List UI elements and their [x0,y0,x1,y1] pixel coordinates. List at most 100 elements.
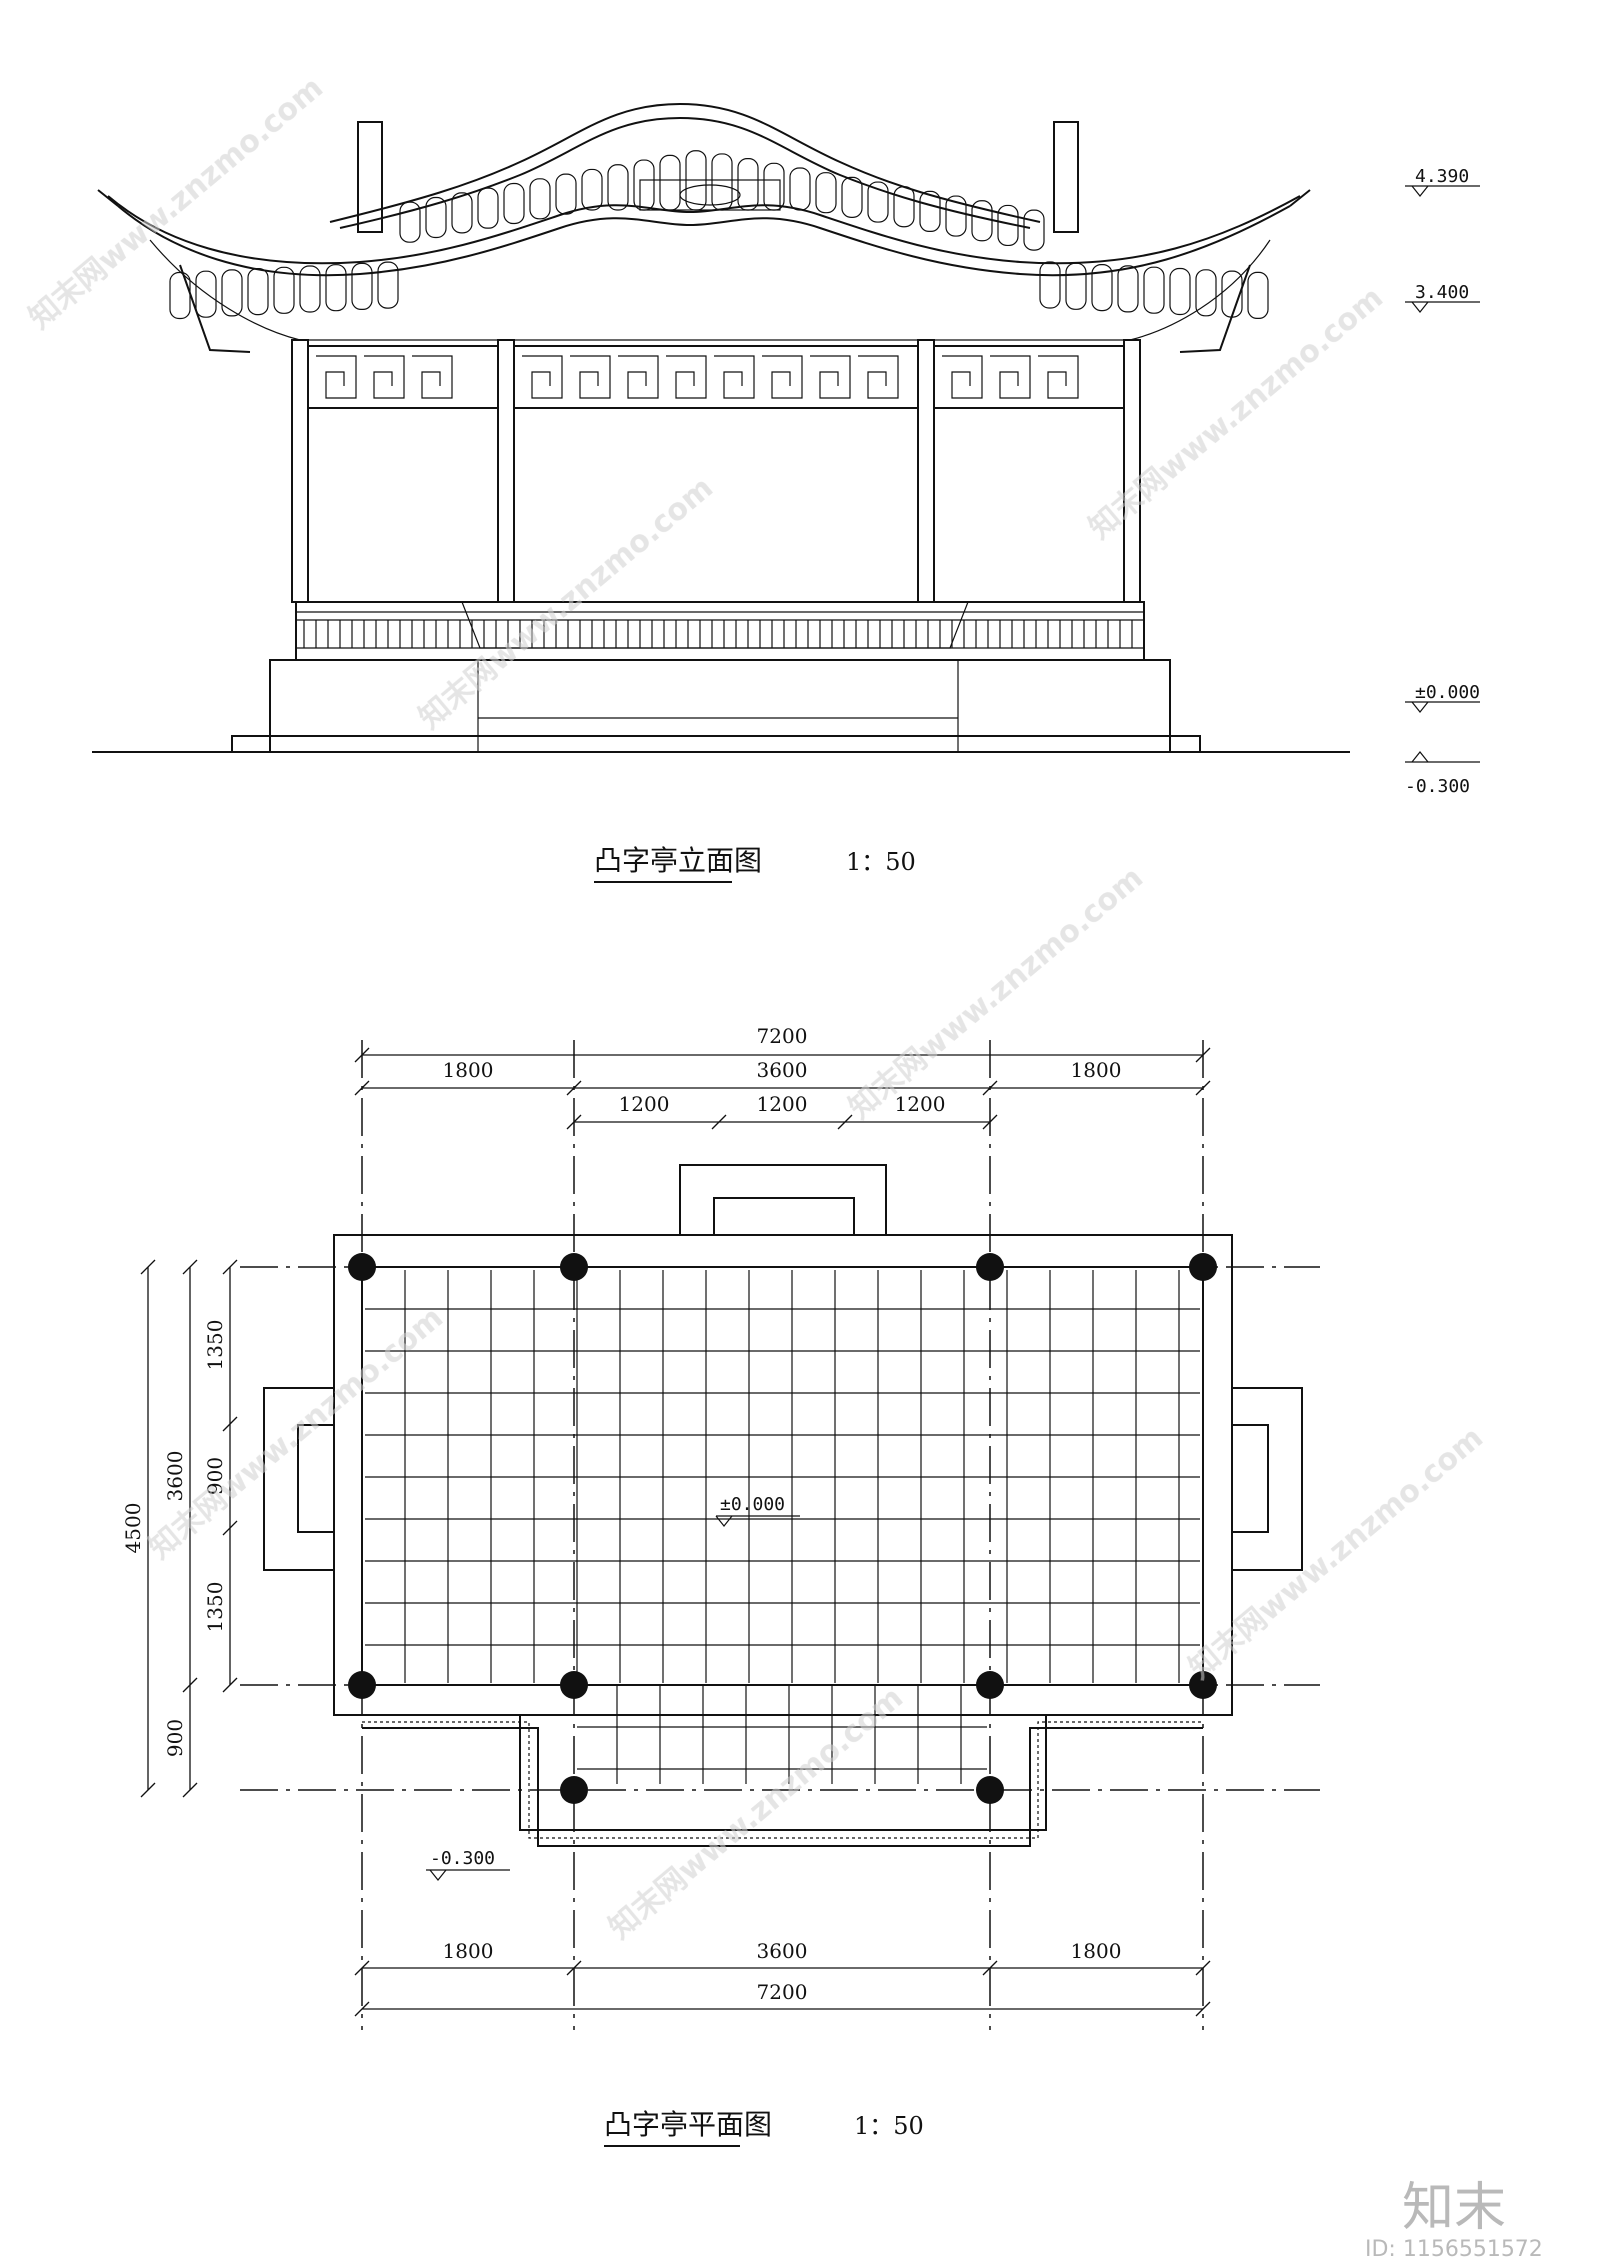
dim-tick [982,1960,998,1976]
roof-tiles [169,150,1269,320]
dim-top-sub-3: 1200 [895,1092,946,1116]
dim-bottom-b: 3600 [757,1939,808,1963]
roof-tile [425,196,447,239]
watermark-text: 知末网www.znzmo.com [843,860,1150,1126]
eave-tile [1117,265,1139,313]
wing-outline [362,1714,1203,1831]
dim-tick [982,1080,998,1096]
dim-bottom-c: 1800 [1071,1939,1122,1963]
eave-tile [325,264,347,312]
column-marker [560,1253,588,1281]
roof-tile [815,172,837,214]
dim-top-total: 7200 [757,1024,808,1048]
eave-tile [195,270,217,318]
eave-tile [351,262,373,310]
watermark-text: 知末网www.znzmo.com [23,70,330,336]
dim-tick [182,1782,198,1798]
dim-tick [1195,1047,1211,1063]
dim-left-s2: 900 [203,1457,227,1495]
railing [295,601,1145,661]
axis-lines [240,1040,1320,2030]
dim-left-mid: 3600 [163,1451,187,1502]
dim-tick [1195,1080,1211,1096]
roof-tile [477,187,499,229]
level-4390: 4.390 [1415,166,1469,187]
eave-tile [221,269,243,317]
plan-scale: 1：50 [854,2112,924,2140]
dim-tick [566,1114,582,1130]
dim-top-b: 3600 [757,1058,808,1082]
dim-tick [222,1416,238,1432]
roof-tile [659,154,681,211]
plan-view: ±0.000 -0.300 7200 1800 3600 1800 1200 1… [121,1024,1320,2147]
dim-tick [1195,1960,1211,1976]
watermark-text: 知末网www.znzmo.com [143,1300,450,1566]
dim-top-sub-1: 1200 [619,1092,670,1116]
roof-tile [503,182,525,225]
fret-motif [1038,355,1079,399]
fret-motif [942,355,983,399]
floor-level-label: ±0.000 [720,1494,785,1515]
level-3400: 3.400 [1415,282,1469,303]
column-marker [976,1671,1004,1699]
dim-bottom-total: 7200 [757,1980,808,2004]
dim-tick [566,1080,582,1096]
roof-tile [451,192,473,234]
fret-motif [762,355,803,399]
dim-top-c: 1800 [1071,1058,1122,1082]
eave-tile [1195,269,1217,317]
fret-motif [666,355,707,399]
fret-motif [714,355,755,399]
level-markers: 4.390 3.400 ±0.000 -0.300 [1405,166,1480,797]
roof-outline [97,102,1311,353]
fret-motif [810,355,851,399]
eave-tile [247,268,269,316]
fret-motif [412,355,453,399]
dim-left-s3: 1350 [203,1582,227,1633]
dim-tick [222,1677,238,1693]
brand-logo: 知末 [1402,2178,1506,2238]
eave-tile [1169,267,1191,316]
elevation-title: 凸字亭立面图 [594,844,762,877]
floor-grid [365,1270,1200,1784]
level-0000: ±0.000 [1415,682,1480,703]
watermark-text: 知末网www.znzmo.com [413,470,720,736]
fret-motif [570,355,611,399]
dim-tick [354,2001,370,2017]
fret-motif [522,355,563,399]
roof-tile [763,162,785,211]
image-id-label: ID: 1156551572 [1365,2237,1543,2262]
fret-motif [618,355,659,399]
roof-tile [737,158,759,211]
column-marker [1189,1253,1217,1281]
roof-tile [529,178,551,220]
left-dimensions: 4500 3600 900 1350 900 1350 [121,1259,238,1798]
dim-tick [182,1259,198,1275]
top-dimensions: 7200 1800 3600 1800 1200 1200 1200 [354,1024,1211,1130]
column-marker [976,1253,1004,1281]
dim-tick [140,1259,156,1275]
roof-tile [555,173,577,215]
dim-bottom-a: 1800 [443,1939,494,1963]
watermark-text: 知末网www.znzmo.com [1183,1420,1490,1686]
columns [291,339,1141,603]
lattice-frieze [307,345,1125,409]
eave-tile [1143,266,1165,314]
dim-top-a: 1800 [443,1058,494,1082]
plan-columns [348,1253,1217,1804]
roof-tile [607,164,629,211]
base-step [231,735,1201,753]
fret-motif [990,355,1031,399]
eave-tile [1065,262,1087,310]
dim-tick [1195,2001,1211,2017]
elevation-view: 4.390 3.400 ±0.000 -0.300 凸字亭立面图 1：50 [92,102,1480,883]
roof-tile [945,195,967,237]
ground-level-label: -0.300 [430,1848,495,1869]
roof-tile [919,190,941,232]
column-marker [976,1776,1004,1804]
dim-tick [354,1080,370,1096]
eave-tile [169,271,191,320]
fret-motif [316,355,357,399]
watermark-text: 知末网www.znzmo.com [1083,280,1390,546]
bottom-dimensions: 1800 3600 1800 7200 [354,1939,1211,2017]
